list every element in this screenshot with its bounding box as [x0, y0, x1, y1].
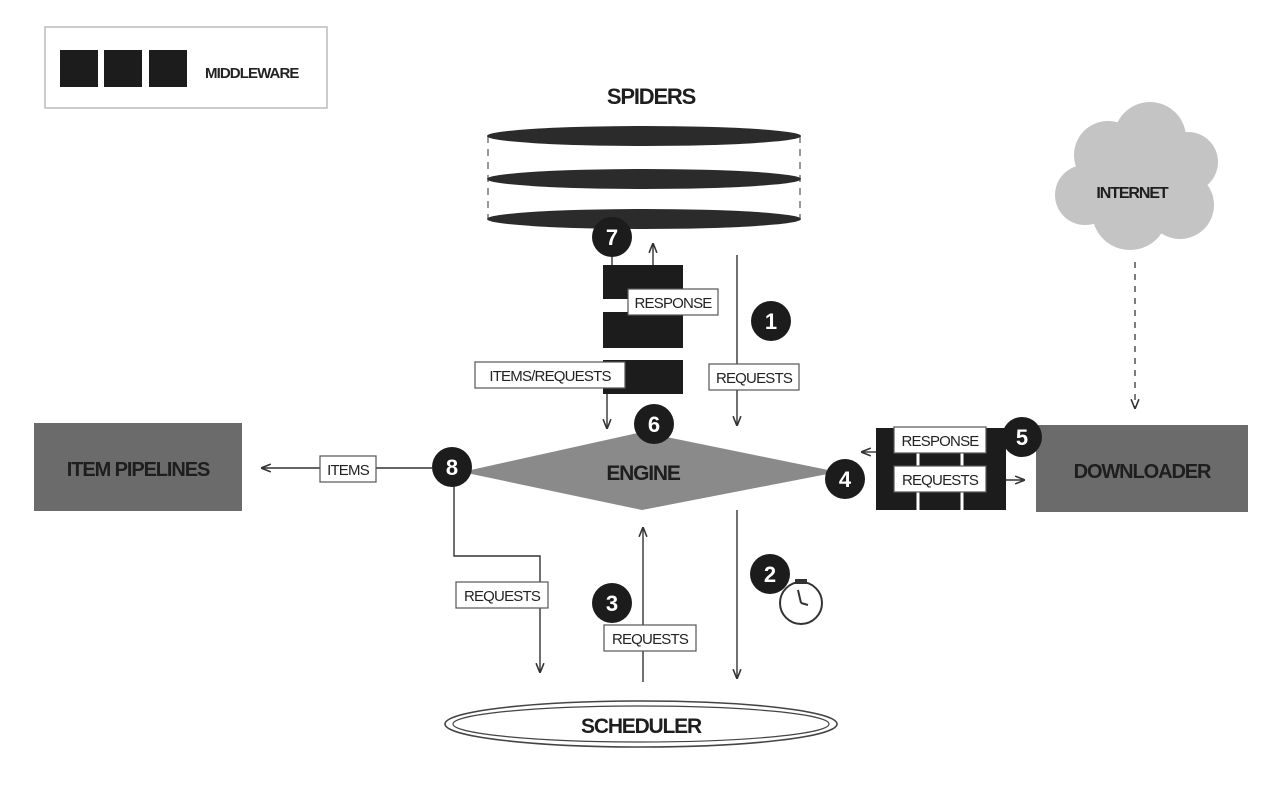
label-requests: REQUESTS [902, 472, 979, 489]
downloader-title: DOWNLOADER [1074, 461, 1212, 483]
step-badge-3: 3 [592, 583, 632, 623]
step-number: 3 [606, 591, 618, 616]
item-pipelines-box [34, 423, 242, 511]
requests-to-scheduler-arrow [453, 486, 540, 672]
label-requests-box [455, 581, 549, 609]
label-items-box [319, 455, 377, 483]
step-badge-4: 4 [825, 459, 865, 499]
step-number: 8 [446, 455, 458, 480]
spiders-disk [487, 126, 801, 146]
step-badge-6: 6 [634, 404, 674, 444]
label-response: RESPONSE [902, 433, 980, 450]
scheduler-ellipse-outer [444, 700, 838, 748]
step-badge-1: 1 [751, 301, 791, 341]
label-response-box [893, 426, 987, 454]
label-requests-box [603, 624, 697, 652]
step-badge-8: 8 [432, 447, 472, 487]
spiders-component: SPIDERS [487, 84, 801, 229]
label-requests: REQUESTS [464, 588, 541, 605]
step-number: 4 [839, 467, 852, 492]
legend-middleware-block [149, 50, 187, 87]
scheduler-component: SCHEDULER [444, 700, 838, 748]
label-items: ITEMS [327, 462, 370, 479]
legend-label: MIDDLEWARE [205, 65, 299, 82]
spiders-title: SPIDERS [607, 84, 696, 109]
legend: MIDDLEWARE [44, 26, 328, 109]
label-items-requests-box [474, 361, 626, 389]
step-badge-7: 7 [592, 217, 632, 257]
legend-middleware-block [60, 50, 98, 87]
engine-diamond [462, 432, 838, 510]
downloader-component: DOWNLOADER [1036, 425, 1248, 512]
internet-title: INTERNET [1096, 185, 1169, 202]
step-number: 6 [648, 412, 660, 437]
spider-middleware: RESPONSE ITEMS/REQUESTS [474, 244, 719, 428]
step-number: 5 [1016, 425, 1028, 450]
step-number: 2 [764, 562, 776, 587]
legend-middleware-block [104, 50, 142, 87]
spiders-disk [487, 209, 801, 229]
downloader-box [1036, 425, 1248, 512]
scheduler-title: SCHEDULER [581, 715, 702, 738]
step-number: 7 [606, 225, 618, 250]
spider-middleware-block [603, 312, 683, 348]
step-badge-5: 5 [1002, 417, 1042, 457]
label-requests: REQUESTS [612, 631, 689, 648]
item-pipelines-component: ITEM PIPELINES [34, 423, 242, 511]
stopwatch-icon [779, 579, 823, 625]
engine-title: ENGINE [606, 462, 681, 485]
label-requests-box [708, 363, 800, 391]
item-pipelines-title: ITEM PIPELINES [67, 459, 210, 481]
engine-component: ENGINE [462, 432, 838, 510]
label-response-box [627, 288, 719, 316]
cloud-icon [1055, 102, 1218, 250]
step-number: 1 [765, 309, 777, 334]
label-items-requests: ITEMS/REQUESTS [489, 368, 611, 385]
scheduler-ellipse-inner [452, 705, 830, 743]
step-badge-2: 2 [750, 554, 790, 594]
downloader-middleware: RESPONSE REQUESTS [862, 426, 1024, 510]
label-requests: REQUESTS [716, 370, 793, 387]
spiders-disk [487, 169, 801, 189]
label-requests-box [893, 465, 987, 493]
label-response: RESPONSE [635, 295, 713, 312]
internet-cloud: INTERNET [1055, 102, 1218, 250]
